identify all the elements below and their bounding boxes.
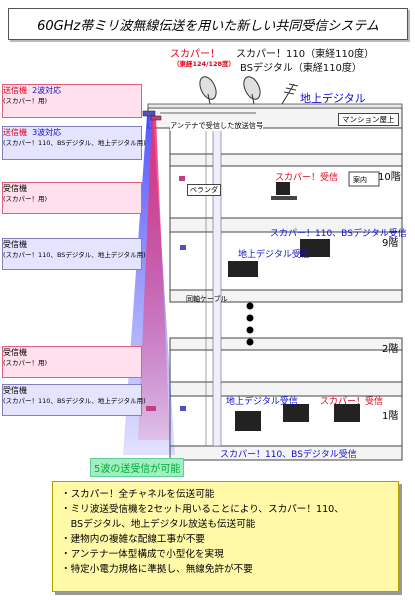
- guide-label: 案内: [353, 176, 367, 184]
- benefits-box: ・スカパー！全チャネルを伝送可能 ・ミリ波送受信機を2セット用いることにより、ス…: [52, 481, 399, 592]
- terrestrial-label: 地上デジタル: [300, 92, 366, 105]
- f1-bs-reception: スカパー！110、BSデジタル受信: [220, 450, 357, 460]
- antenna-signal-label: アンテナで受信した放送信号: [170, 121, 264, 131]
- skyperfect-label: スカパー！: [170, 49, 220, 60]
- floor-2-label: 2階: [382, 344, 399, 355]
- page-title: 60GHz帯ミリ波無線伝送を用いた新しい共同受信システム: [8, 8, 408, 40]
- receiver-box-9f: 受信機 (スカパー！110、BSデジタル、地上デジタル用): [2, 238, 146, 270]
- floor-1-label: 1階: [382, 411, 399, 422]
- floor-2-slab: [169, 337, 403, 351]
- receiver-box-1f-a: 受信機 (スカパー！用): [2, 346, 142, 378]
- receiver-box-10f: 受信機 (スカパー！用): [2, 182, 142, 214]
- coax-label: 同軸ケーブル: [186, 295, 228, 303]
- floor-10-slab: [169, 153, 403, 167]
- terrestrial-antenna: [281, 83, 299, 105]
- benefit-item: BSデジタル、地上デジタル放送も伝送可能: [61, 519, 256, 530]
- benefit-item: ・ミリ波送受信機を2セット用いることにより、スカパー！110、: [61, 504, 344, 515]
- f1-terr-reception: 地上デジタル受信: [226, 397, 298, 407]
- dish-1: [199, 76, 217, 105]
- f9-bs-reception: スカパー！110、BSデジタル受信: [270, 229, 407, 239]
- veranda-label: ベランダ: [187, 184, 221, 196]
- dish-2: [243, 76, 261, 105]
- f1-sky-reception: スカパー！受信: [320, 397, 384, 407]
- skyperfect110-label: スカパー！110（東経110度）: [236, 49, 375, 60]
- building-diagram: [123, 76, 403, 461]
- transmitter-box-2: 送信機 3波対応 (スカパー！110、BSデジタル、地上デジタル用): [2, 126, 146, 160]
- receiver-box-1f-b: 受信機 (スカパー！110、BSデジタル、地上デジタル用): [2, 384, 146, 416]
- benefit-item: ・アンテナ一体型構成で小型化を実現: [61, 549, 224, 560]
- benefit-item: ・特定小電力規格に準拠し、無線免許が不要: [61, 564, 253, 575]
- five-wave-label: 5波の送受信が可能: [90, 458, 185, 477]
- beam-red: [138, 118, 170, 440]
- transmitter-box-1: 送信機 2波対応 (スカパー！用): [2, 84, 142, 118]
- roof-label: マンション屋上: [338, 113, 399, 126]
- floor-9-label: 9階: [382, 238, 399, 249]
- bs-label: BSデジタル（東経110度）: [240, 63, 362, 74]
- skyperfect-orbit-label: （東経124/128度）: [173, 60, 236, 68]
- f10-sky-reception: スカパー！受信: [275, 173, 339, 183]
- floor-10-label: 10階: [378, 172, 401, 183]
- benefit-item: ・建物内の複雑な配線工事が不要: [61, 534, 205, 545]
- f9-terr-reception: 地上デジタル受信: [238, 250, 310, 260]
- benefit-item: ・スカパー！全チャネルを伝送可能: [61, 489, 215, 500]
